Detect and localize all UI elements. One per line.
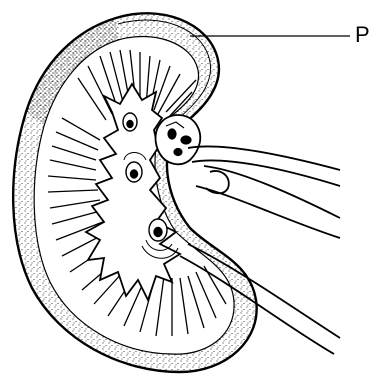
renal-hilum xyxy=(156,115,201,164)
label-p: P xyxy=(355,24,370,46)
renal-vein xyxy=(196,166,340,238)
